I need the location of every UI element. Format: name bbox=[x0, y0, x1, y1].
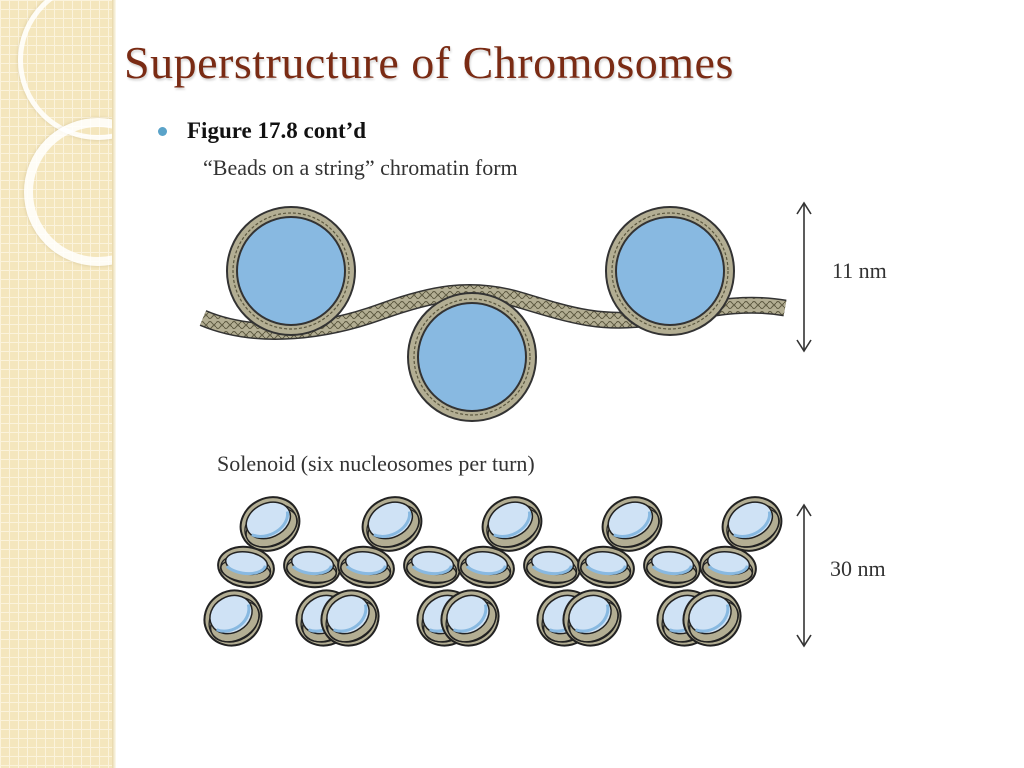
solenoid-nucleosome bbox=[457, 545, 515, 589]
solenoid-nucleosome bbox=[403, 545, 461, 589]
bullet-dot-icon bbox=[158, 126, 167, 136]
solenoid-nucleosome bbox=[682, 589, 742, 647]
solenoid-nucleosome bbox=[523, 545, 581, 589]
bullet-text: Figure 17.8 cont’d bbox=[187, 118, 367, 143]
nucleosome-bead bbox=[226, 206, 356, 336]
solenoid-nucleosome bbox=[320, 589, 380, 647]
bullet-item: Figure 17.8 cont’d bbox=[158, 118, 366, 144]
scale-arrow-11nm bbox=[796, 201, 812, 353]
scale-arrow-30nm bbox=[796, 503, 812, 648]
slide-title: Superstructure of Chromosomes bbox=[124, 37, 734, 88]
solenoid-nucleosome bbox=[577, 545, 635, 589]
solenoid-scale-label: 30 nm bbox=[830, 556, 886, 581]
solenoid-nucleosome bbox=[440, 589, 500, 647]
solenoid-nucleosome bbox=[361, 496, 423, 552]
solenoid-nucleosome bbox=[643, 545, 701, 589]
nucleosome-bead bbox=[407, 292, 537, 422]
solenoid-nucleosome bbox=[337, 545, 395, 589]
solenoid-nucleosome bbox=[601, 496, 663, 552]
solenoid-fiber bbox=[203, 496, 783, 647]
beads-scale-label: 11 nm bbox=[832, 258, 887, 283]
side-panel-edge bbox=[112, 0, 116, 768]
solenoid-nucleosome bbox=[283, 545, 341, 589]
nucleosome-bead bbox=[605, 206, 735, 336]
solenoid-nucleosome bbox=[562, 589, 622, 647]
solenoid-caption: Solenoid (six nucleosomes per turn) bbox=[217, 451, 535, 476]
solenoid-nucleosome bbox=[203, 589, 263, 647]
solenoid-nucleosome bbox=[481, 496, 543, 552]
solenoid-nucleosome bbox=[239, 496, 301, 552]
side-decoration-panel bbox=[0, 0, 112, 768]
solenoid-nucleosome bbox=[699, 545, 757, 589]
solenoid-nucleosome bbox=[721, 496, 783, 552]
beads-caption: “Beads on a string” chromatin form bbox=[203, 155, 518, 180]
solenoid-nucleosome bbox=[217, 545, 275, 589]
